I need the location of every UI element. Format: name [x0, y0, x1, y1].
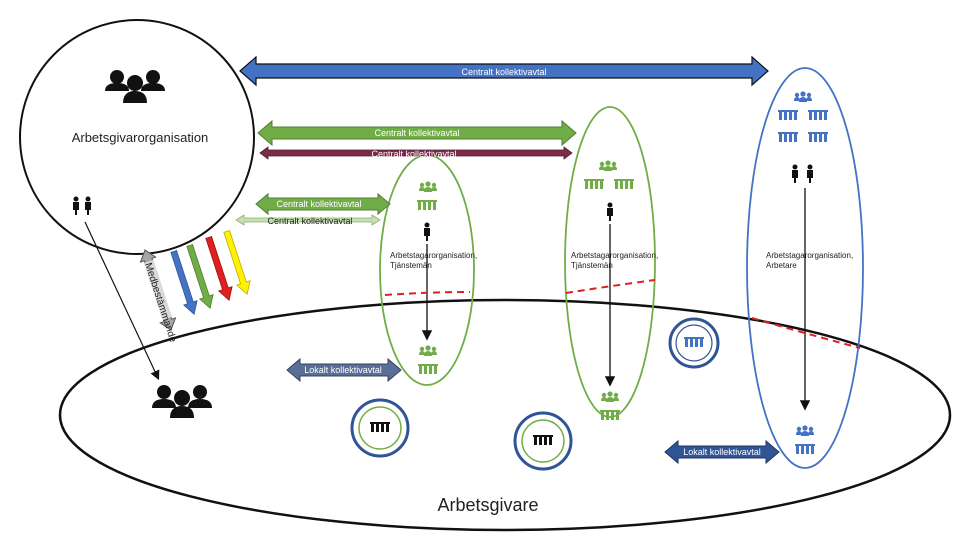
- union-2-label-line2: Tjänstemän: [571, 261, 613, 270]
- union-ellipse-2: [564, 106, 656, 418]
- local-club-black-2: [513, 411, 573, 471]
- union-3-local-workers-icon: [795, 444, 815, 454]
- central-agreement-label-green: Centralt kollektivavtal: [374, 128, 459, 138]
- union-2-group-icon: [599, 160, 617, 171]
- union-ellipse-3: [746, 67, 864, 469]
- central-agreement-arrow-lime: Centralt kollektivavtal: [235, 214, 381, 226]
- local-agreement-arrow-left: Lokalt kollektivavtal: [286, 357, 402, 383]
- union-2-local-workers-icon: [600, 410, 620, 420]
- central-agreement-label-small-green: Centralt kollektivavtal: [276, 199, 361, 209]
- workplace-boundary-dashes: [384, 279, 861, 349]
- central-agreement-arrow-small-green: Centralt kollektivavtal: [255, 192, 391, 216]
- central-agreement-arrow-top: Centralt kollektivavtal: [239, 55, 769, 87]
- codetermination-label: Medbestämmande: [142, 262, 178, 345]
- employer-ellipse: [58, 298, 952, 532]
- union-3-label-line2: Arbetare: [766, 261, 797, 270]
- union-2-workers-icon: [584, 179, 634, 189]
- central-agreement-arrow-maroon: Centralt kollektivavtal: [259, 146, 573, 160]
- employer-org-circle: [19, 19, 255, 255]
- union-2-rep-icon: [607, 202, 613, 221]
- employer-label: Arbetsgivare: [437, 495, 538, 515]
- central-agreement-label-maroon: Centralt kollektivavtal: [371, 149, 456, 159]
- codetermination-arrows: [139, 230, 251, 331]
- union-1-label-line1: Arbetstagarorganisation,: [390, 251, 477, 260]
- union-1-label-line2: Tjänstemän: [390, 261, 432, 270]
- union-3-reps-icon: [792, 164, 813, 183]
- union-2-label-line1: Arbetstagarorganisation,: [571, 251, 658, 260]
- local-agreement-label-right: Lokalt kollektivavtal: [683, 447, 761, 457]
- union-1-local-workers-icon: [418, 364, 438, 374]
- central-agreement-arrow-green: Centralt kollektivavtal: [257, 119, 577, 147]
- union-3-local-group-icon: [796, 425, 814, 436]
- employer-org-group-icon: [105, 70, 165, 103]
- employer-group-icon: [152, 385, 212, 418]
- local-agreement-arrow-right: Lokalt kollektivavtal: [664, 439, 780, 465]
- union-1-group-icon: [419, 181, 437, 192]
- employer-org-label: Arbetsgivarorganisation: [72, 130, 209, 145]
- central-agreement-label-lime: Centralt kollektivavtal: [267, 216, 352, 226]
- local-club-black-1: [350, 398, 410, 458]
- union-2-local-group-icon: [601, 391, 619, 402]
- union-3-group-icon: [794, 91, 812, 102]
- union-3-label-line1: Arbetstagarorganisation,: [766, 251, 853, 260]
- union-3-workers-icon: [778, 110, 828, 142]
- org-to-employer-line: [84, 221, 160, 381]
- union-1-local-group-icon: [419, 345, 437, 356]
- union-1-rep-icon: [424, 222, 430, 241]
- union-1-workers-icon: [417, 200, 437, 210]
- central-agreement-label-top: Centralt kollektivavtal: [461, 67, 546, 77]
- local-club-blue-1: [668, 317, 720, 369]
- local-agreement-label-left: Lokalt kollektivavtal: [304, 365, 382, 375]
